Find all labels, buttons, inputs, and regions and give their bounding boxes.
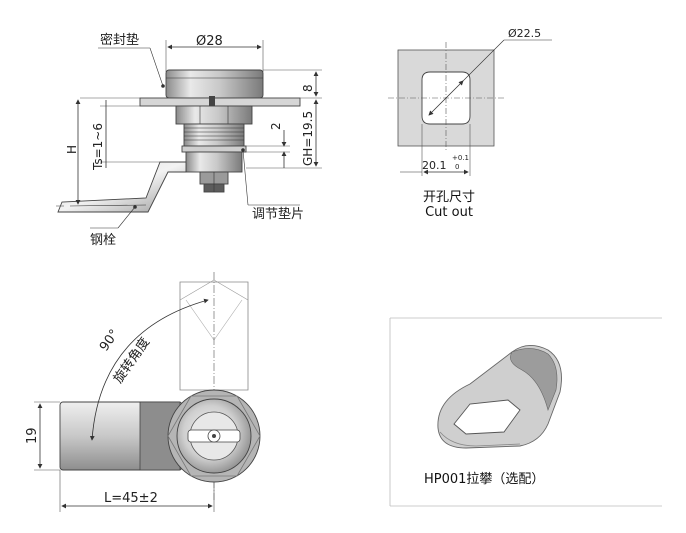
dim-2-text: 2 — [269, 122, 283, 130]
cutout-dia-text: Ø22.5 — [508, 27, 541, 40]
dim-8-text: 8 — [301, 84, 315, 92]
steel-latch-label: 钢栓 — [90, 233, 116, 248]
hex-nut — [175, 105, 253, 125]
cutout-caption-cn: 开孔尺寸 — [422, 190, 475, 205]
cutout-tol-upper: +0.1 — [452, 154, 469, 162]
cutout-caption-en: Cut out — [425, 205, 473, 220]
threaded-body — [183, 123, 245, 147]
dim-ts-text: Ts=1~6 — [91, 123, 105, 171]
adjust-washer — [181, 145, 247, 153]
lock-cap — [165, 69, 264, 99]
angle-text: 90° — [97, 327, 123, 354]
cutout-width-text: 20.1 — [422, 159, 447, 172]
accessory-caption: HP001拉攀（选配） — [424, 472, 545, 487]
gasket-label: 密封垫 — [100, 32, 139, 48]
dim-19-text: 19 — [25, 427, 40, 444]
cutout-tol-lower: 0 — [455, 163, 459, 171]
dim-length-text: L=45±2 — [104, 491, 158, 506]
rotation-arc — [89, 298, 209, 441]
accessory-panel — [389, 317, 662, 507]
dim-h-text: H — [65, 145, 79, 154]
pull-ring-hole — [453, 399, 521, 435]
dim-gh-text: GH=19.5 — [301, 111, 315, 166]
dia-28-text: Ø28 — [196, 34, 223, 49]
front-view: 90° 旋转角度 19 L=45±2 — [25, 272, 261, 512]
adjust-washer-label: 调节垫片 — [252, 206, 304, 222]
steel-latch — [57, 161, 187, 213]
cutout-view: Ø22.5 20.1 +0.1 0 — [388, 27, 552, 176]
panel-flange — [139, 97, 301, 107]
side-view: Ø28 密封垫 — [56, 32, 322, 248]
